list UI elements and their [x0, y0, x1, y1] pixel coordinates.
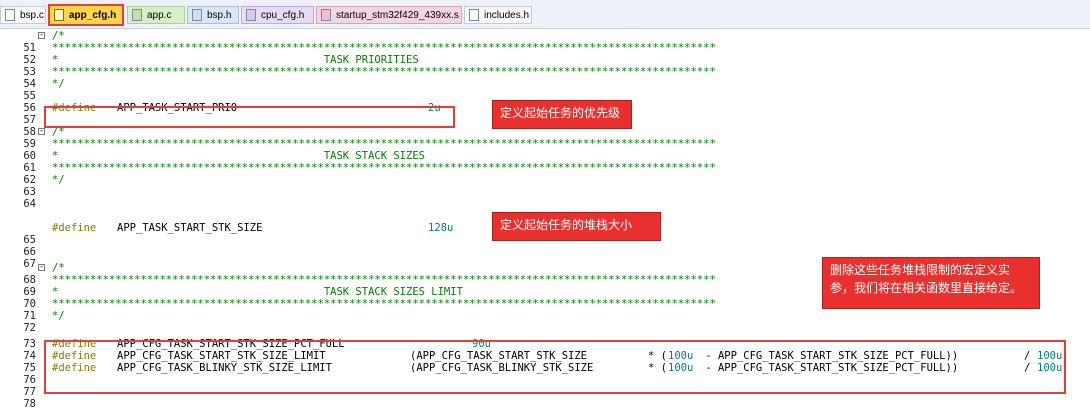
- code-line: 73: [23, 338, 36, 350]
- code-line: 52 *************************************…: [23, 42, 716, 66]
- code-line: 64: [23, 198, 36, 210]
- tab-label: app_cfg.h: [69, 9, 117, 21]
- fold-toggle-icon[interactable]: −: [38, 31, 45, 39]
- code-line: 66: [23, 246, 36, 258]
- code-line: 60 *************************************…: [23, 138, 716, 162]
- tab-app-c[interactable]: app.c: [127, 6, 185, 24]
- code-line: 55 */: [23, 78, 65, 102]
- annotation-limit-note: 删除这些任务堆栈限制的宏定义实参，我们将在相关函数里直接给定。: [822, 257, 1040, 309]
- highlight-box-prio: [44, 106, 455, 128]
- code-line: 71 *************************************…: [23, 298, 716, 322]
- code-line: 70 * TASK STACK SIZES LIMIT: [23, 286, 463, 310]
- code-line: 56: [23, 102, 36, 114]
- file-icon: [469, 9, 479, 21]
- code-line: 72 */: [23, 310, 65, 334]
- file-icon: [132, 9, 142, 21]
- editor-tab-bar: bsp.c app_cfg.h app.c bsp.h cpu_cfg.h st…: [0, 0, 1090, 29]
- file-icon: [246, 9, 256, 21]
- tab-label: app.c: [147, 9, 172, 21]
- file-icon: [192, 9, 202, 21]
- code-line: 78: [23, 398, 36, 410]
- annotation-stack-note: 定义起始任务的堆栈大小: [492, 212, 661, 241]
- code-line-define-prio: 57 #define APP_TASK_START_PRIO 2u: [23, 102, 441, 126]
- code-line: 67: [23, 258, 36, 270]
- tab-label: bsp.c: [20, 9, 44, 21]
- code-line: 62 *************************************…: [23, 162, 716, 186]
- code-line-define-blinky-limit: 76 #define APP_CFG_TASK_BLINKY_STK_SIZE_…: [23, 362, 1063, 386]
- tab-startup-s[interactable]: startup_stm32f429_439xx.s: [316, 6, 462, 24]
- fold-toggle-icon[interactable]: −: [38, 263, 45, 271]
- code-line: 69 *************************************…: [23, 274, 716, 298]
- file-icon: [54, 9, 64, 21]
- highlight-box-limit-defines: [44, 340, 1066, 394]
- code-line: 61 * TASK STACK SIZES: [23, 150, 425, 174]
- code-line-define-stk-size: 65 #define APP_TASK_START_STK_SIZE 128u: [23, 222, 454, 246]
- code-line-define-start-limit: 75 #define APP_CFG_TASK_START_STK_SIZE_L…: [23, 350, 1063, 374]
- tab-label: cpu_cfg.h: [261, 9, 305, 21]
- code-line: 51 − /*: [23, 30, 65, 54]
- tab-includes-h[interactable]: includes.h: [464, 6, 532, 24]
- code-line: 54 *************************************…: [23, 66, 716, 90]
- code-line: 77: [23, 386, 36, 398]
- tab-cpu-cfg-h[interactable]: cpu_cfg.h: [241, 6, 314, 24]
- tab-label: includes.h: [484, 9, 530, 21]
- tab-app-cfg-h[interactable]: app_cfg.h: [48, 4, 124, 26]
- code-line: 58: [23, 126, 36, 138]
- tab-label: bsp.h: [207, 9, 232, 21]
- tab-bsp-h[interactable]: bsp.h: [187, 6, 239, 24]
- code-line: 63 */: [23, 174, 65, 198]
- line-number-gutter: [0, 29, 38, 415]
- file-icon: [321, 9, 331, 21]
- code-editor[interactable]: 51 − /* 52 *****************************…: [0, 29, 1090, 415]
- code-line: 68 − /*: [23, 262, 65, 286]
- tab-bsp-c[interactable]: bsp.c: [0, 6, 46, 24]
- code-line: 59 − /*: [23, 126, 65, 150]
- file-icon: [5, 9, 15, 21]
- annotation-prio-note: 定义起始任务的优先级: [492, 100, 632, 129]
- fold-toggle-icon[interactable]: −: [38, 127, 45, 135]
- tab-label: startup_stm32f429_439xx.s: [336, 9, 459, 21]
- code-line: 53 * TASK PRIORITIES: [23, 54, 419, 78]
